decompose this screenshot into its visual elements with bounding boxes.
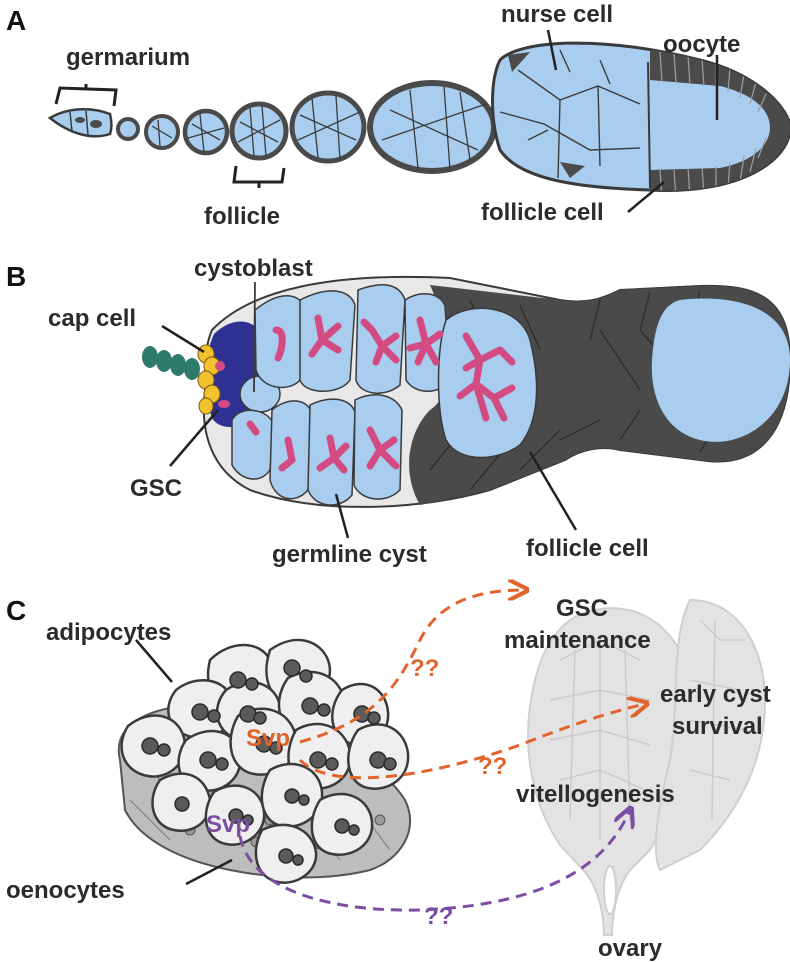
bracket-icon [54, 84, 118, 107]
dashed-arrow-icon [298, 704, 645, 780]
label-gsc-c: GSC [556, 595, 608, 622]
label-survival: survival [672, 713, 763, 740]
bracket-icon [232, 165, 286, 188]
label-gsc: GSC [130, 475, 182, 502]
label-cap-cell: cap cell [48, 305, 136, 332]
label-nurse-cell: nurse cell [501, 1, 613, 28]
label-follicle-cell-a: follicle cell [481, 199, 604, 226]
adipocyte-nuclei [141, 659, 397, 866]
leader-line [334, 493, 350, 539]
label-maintenance: maintenance [504, 627, 651, 654]
panel-letter-c: C [6, 595, 26, 626]
egg-chamber-1 [116, 117, 140, 141]
late-egg-chamber [491, 41, 790, 192]
leader-line [528, 451, 578, 531]
leader-line [253, 281, 256, 393]
label-ovary: ovary [598, 935, 663, 962]
label-unknown-2: ?? [478, 753, 507, 780]
label-follicle-cell-b: follicle cell [526, 535, 649, 562]
label-svp-fat: Svp [246, 725, 290, 752]
fusomes [246, 314, 516, 474]
egg-chamber-5 [289, 90, 367, 164]
label-germline-cyst: germline cyst [272, 541, 427, 568]
egg-chamber-2 [144, 114, 180, 150]
leader-line [185, 858, 233, 886]
leader-line [135, 639, 173, 683]
germarium-tip [47, 107, 113, 138]
leader-line [161, 324, 205, 354]
ovary-illustration [527, 598, 767, 936]
label-vitellogenesis: vitellogenesis [516, 781, 675, 808]
panel-letter-b: B [6, 261, 26, 292]
egg-chamber-6 [367, 80, 497, 174]
leader-line [546, 29, 558, 71]
label-early-cyst: early cyst [660, 681, 771, 708]
panel-a: A [6, 1, 790, 230]
dashed-arrow-icon [299, 590, 525, 744]
label-follicle: follicle [204, 203, 280, 230]
label-unknown-3: ?? [424, 903, 453, 930]
terminal-filament [142, 346, 200, 380]
label-germarium: germarium [66, 44, 190, 71]
egg-chamber-4-follicle [229, 101, 289, 161]
egg-chamber-3 [182, 108, 230, 156]
dashed-arrow-icon [238, 810, 630, 912]
label-adipocytes: adipocytes [46, 619, 171, 646]
panel-letter-a: A [6, 5, 26, 36]
leader-line [169, 409, 219, 467]
label-unknown-1: ?? [410, 655, 439, 682]
panel-b: B [6, 255, 790, 568]
label-svp-oenocytes: Svp [206, 811, 250, 838]
leader-line [627, 181, 665, 213]
budding-egg-chamber [651, 298, 790, 442]
label-cystoblast: cystoblast [194, 255, 313, 282]
panel-c: C [6, 590, 771, 962]
label-oocyte: oocyte [663, 31, 740, 58]
label-oenocytes: oenocytes [6, 877, 125, 904]
